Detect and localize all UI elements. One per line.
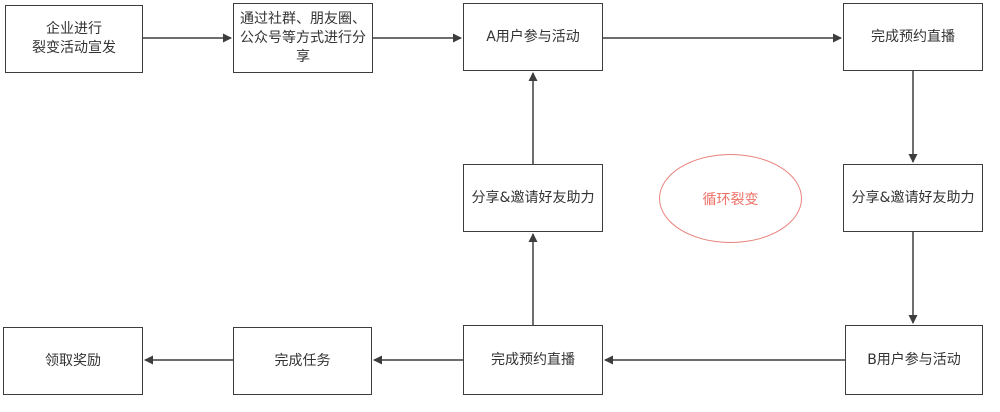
node-share-invite-right: 分享&邀请好友助力 <box>843 164 983 232</box>
node-finish-task: 完成任务 <box>233 327 372 395</box>
node-share-channels: 通过社群、朋友圈、 公众号等方式进行分 享 <box>233 3 373 73</box>
node-reserve-live-bottom: 完成预约直播 <box>463 325 603 395</box>
loop-fission-label: 循环裂变 <box>702 191 759 208</box>
node-share-invite-left: 分享&邀请好友助力 <box>463 164 603 232</box>
node-user-b-join: B用户参与活动 <box>845 325 983 395</box>
node-user-a-join: A用户参与活动 <box>463 3 603 71</box>
node-reserve-live-top: 完成预约直播 <box>843 3 983 71</box>
node-claim-reward: 领取奖励 <box>3 327 143 395</box>
loop-fission-ellipse: 循环裂变 <box>659 154 802 243</box>
node-campaign-promo: 企业进行 裂变活动宣发 <box>5 5 143 73</box>
